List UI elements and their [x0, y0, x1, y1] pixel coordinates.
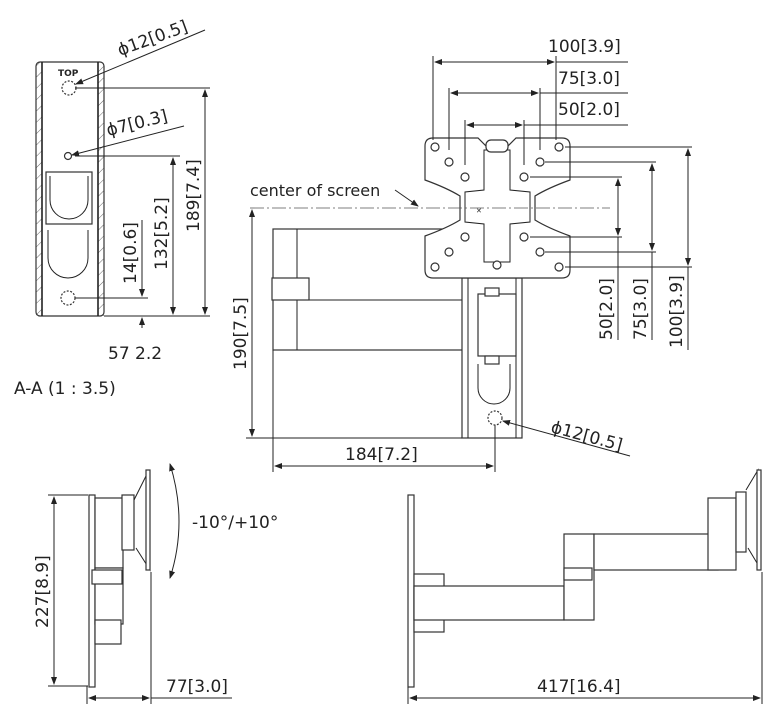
dim-227-label: 227[8.9] — [33, 555, 53, 628]
hatch-right — [98, 62, 104, 316]
dim-77-label: 77[3.0] — [166, 677, 228, 697]
wall-plate-extended — [407, 494, 415, 688]
arm-lower — [413, 585, 565, 621]
vesa-right-50-label: 50[2.0] — [597, 278, 617, 340]
hinge-block — [477, 293, 517, 357]
section-caption: A-A (1 : 3.5) — [14, 379, 116, 399]
vesa-holes — [430, 142, 564, 272]
vesa-top-50-label: 50[2.0] — [558, 100, 620, 120]
dim-width-label: 57 2.2 — [108, 344, 162, 364]
dim-417-label: 417[16.4] — [537, 677, 621, 697]
vesa-plate-side — [145, 469, 151, 571]
vesa-top-75-label: 75[3.0] — [558, 69, 620, 89]
side-view-folded: 227[8.9] 77[3.0] -10°/+10° — [33, 463, 278, 704]
section-view-a-a: TOP ϕ12[0.5] ϕ7[0.3] 189[7.4] 132[5.2] 1… — [14, 17, 210, 399]
wall-plate-side — [88, 494, 96, 688]
hole-small-label: ϕ7[0.3] — [104, 106, 169, 140]
hole-large-label: ϕ12[0.5] — [115, 17, 191, 61]
dim-190-label: 190[7.5] — [231, 297, 251, 370]
dim-132-label: 132[5.2] — [152, 197, 172, 270]
wall-hole-icon — [487, 410, 503, 426]
hole-small-icon — [63, 151, 73, 161]
front-view: ✕ center of screen 100[3.9] 75[3.0] 50[2… — [231, 37, 692, 472]
arm-joint — [271, 277, 310, 301]
hatch-left — [36, 62, 42, 316]
wall-hole-label: ϕ12[0.5] — [549, 418, 625, 456]
center-of-screen-label: center of screen — [250, 181, 380, 200]
side-view-extended: 417[16.4] — [407, 468, 763, 704]
vesa-top-100-label: 100[3.9] — [548, 37, 621, 57]
top-label: TOP — [58, 69, 79, 79]
arm-upper-side — [593, 533, 719, 571]
slot-window — [45, 171, 93, 225]
vesa-plate-extended — [756, 469, 762, 571]
brand-logo: ✕ — [476, 207, 482, 215]
hole-large-icon — [61, 80, 77, 96]
hole-bottom-icon — [60, 290, 76, 306]
vesa-right-75-label: 75[3.0] — [631, 278, 651, 340]
dim-184-label: 184[7.2] — [345, 445, 418, 465]
dim-14-label: 14[0.6] — [121, 222, 141, 284]
vesa-right-100-label: 100[3.9] — [667, 275, 687, 348]
tilt-label: -10°/+10° — [192, 513, 278, 533]
tilt-arc-icon — [169, 463, 180, 579]
dim-189-label: 189[7.4] — [184, 159, 204, 232]
